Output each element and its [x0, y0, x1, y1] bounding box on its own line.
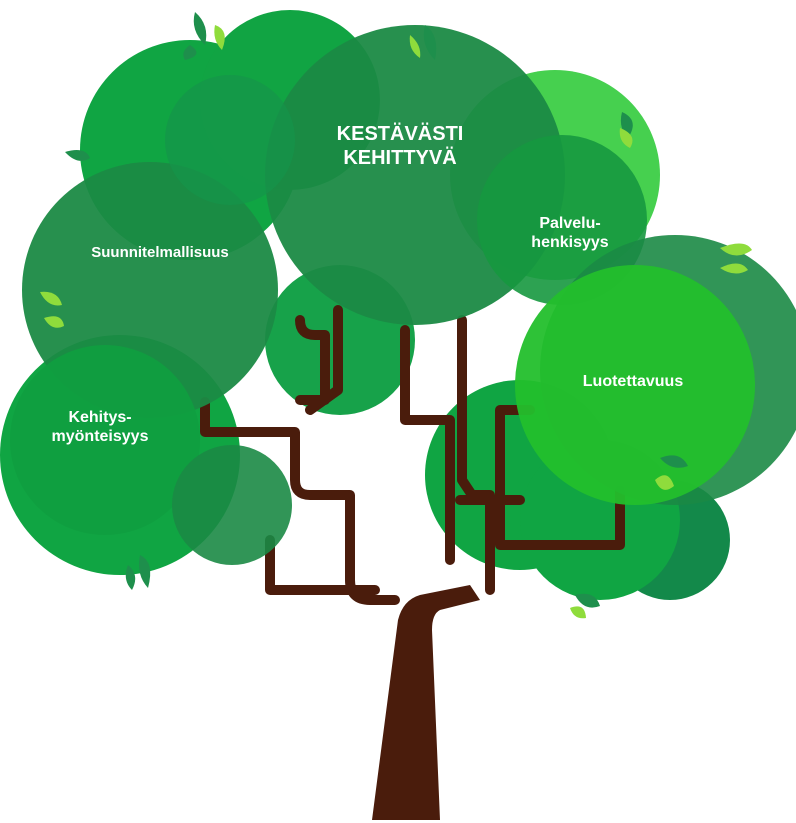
leaf-icon: [139, 555, 151, 588]
branch-upper-mid: [305, 305, 343, 415]
label-line: KESTÄVÄSTI: [336, 123, 464, 145]
branch-upper-left: [295, 315, 330, 405]
leaf-icon: [125, 565, 136, 590]
label-kestavasti-kehittyva: KESTÄVÄSTI KEHITTYVÄ: [300, 122, 500, 170]
leaf-icon: [423, 25, 437, 60]
label-line: Suunnitelmallisuus: [91, 244, 229, 261]
leaf-icon: [575, 593, 600, 608]
leaf-icon: [409, 35, 421, 58]
label-luotettavuus: Luotettavuus: [548, 372, 718, 391]
branch-left: [200, 397, 400, 605]
leaves: [40, 12, 752, 619]
leaf-icon: [655, 475, 674, 490]
label-kehitysmyonteisyys: Kehitys- myönteisyys: [20, 408, 180, 446]
leaf-icon: [183, 45, 197, 60]
branch-far-left: [265, 535, 380, 595]
leaf-icon: [619, 128, 633, 148]
label-line: henkisyys: [531, 234, 609, 252]
luotettavuus-circle: [515, 265, 755, 505]
leaf-icon: [44, 316, 64, 328]
small-circle-left: [172, 445, 292, 565]
label-line: Kehitys-: [68, 409, 132, 426]
upper-left-circle: [165, 75, 295, 205]
leaf-icon: [214, 25, 225, 50]
leaf-icon: [720, 243, 752, 256]
kehitysmyonteisyys-circle: [10, 345, 200, 535]
trunk: [372, 585, 480, 820]
leaf-icon: [193, 12, 207, 45]
label-line: Palvelu-: [539, 215, 601, 232]
label-line: KEHITTYVÄ: [343, 147, 457, 169]
label-palveluhenkisyys: Palvelu- henkisyys: [500, 214, 640, 252]
leaf-icon: [40, 291, 62, 306]
branches: [200, 305, 625, 605]
leaf-icon: [570, 606, 586, 619]
leaf-icon: [65, 150, 90, 161]
branch-right: [495, 405, 625, 550]
label-line: myönteisyys: [51, 428, 149, 446]
label-line: Luotettavuus: [582, 373, 684, 390]
branch-center: [400, 325, 455, 565]
label-suunnitelmallisuus: Suunnitelmallisuus: [55, 244, 265, 262]
leaf-icon: [660, 455, 688, 468]
leaf-icon: [720, 263, 748, 274]
foliage-front: [10, 25, 796, 565]
